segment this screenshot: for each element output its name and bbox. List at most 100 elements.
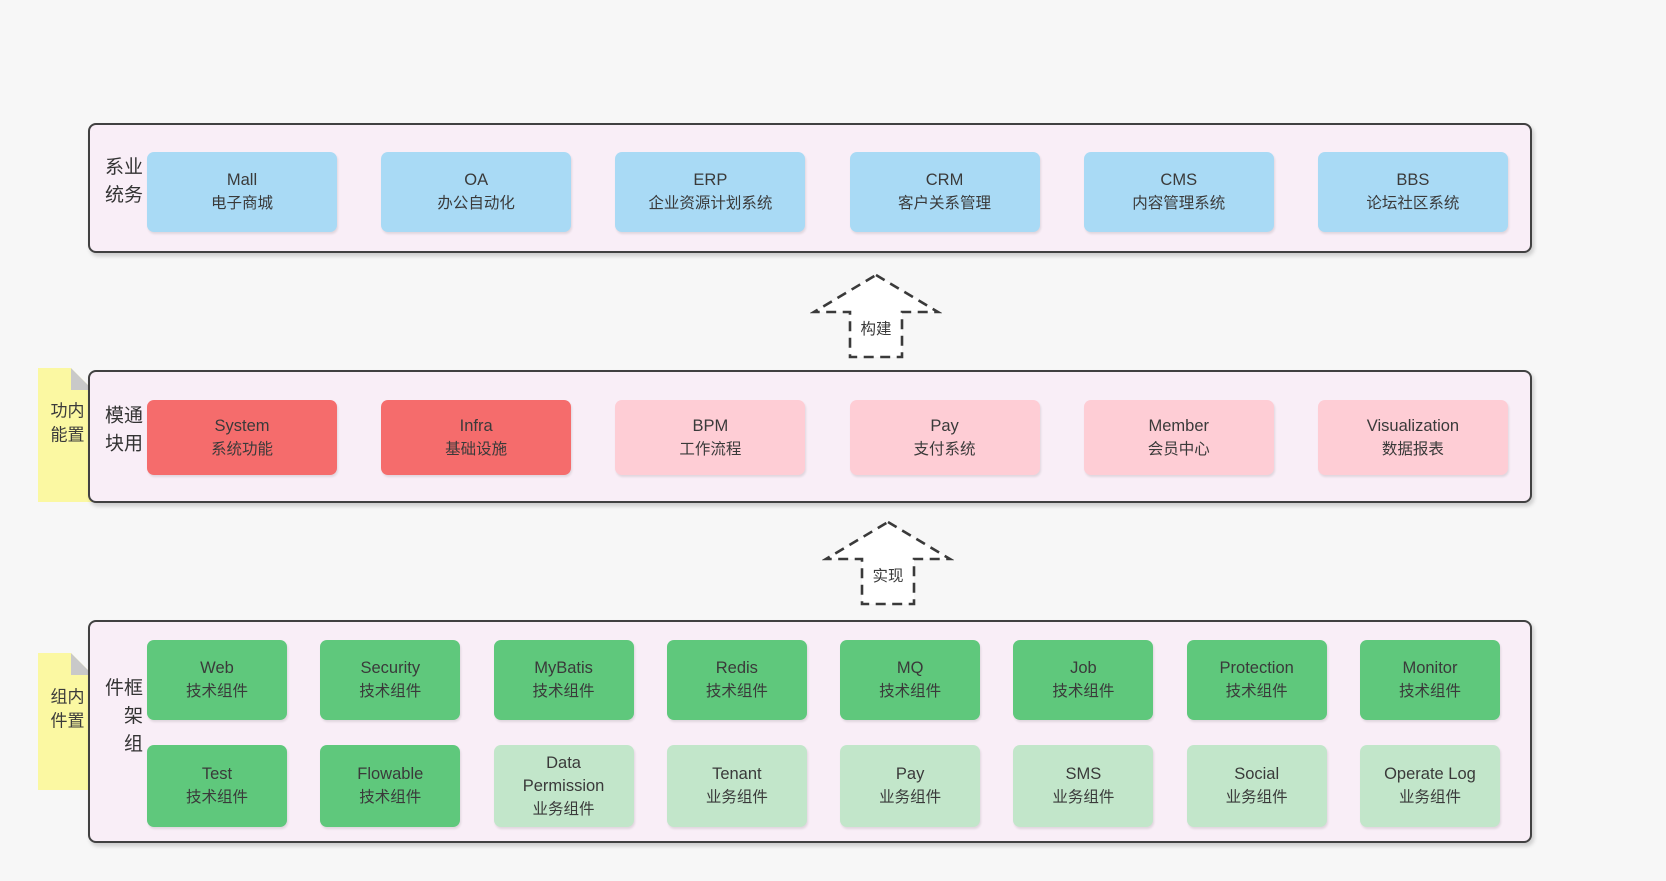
layer-framework-components: 框架组件 Web 技术组件 Security 技术组件 MyBatis 技术组件… xyxy=(88,620,1532,843)
box-cms: CMS 内容管理系统 xyxy=(1083,152,1274,232)
box-subtitle: 企业资源计划系统 xyxy=(648,195,773,212)
modules-box-row: System 系统功能 Infra 基础设施 BPM 工作流程 Pay 支付系统… xyxy=(147,400,1508,475)
box-member: Member 会员中心 xyxy=(1083,400,1274,475)
box-subtitle: 业务组件 xyxy=(705,789,768,806)
box-title: CMS xyxy=(1160,171,1198,189)
note-built-in-functions: 内置功能 xyxy=(38,368,93,502)
box-bpm: BPM 工作流程 xyxy=(615,400,806,475)
box-title: Flowable xyxy=(357,765,424,783)
box-subtitle: 论坛社区系统 xyxy=(1366,195,1460,212)
up-arrow-implement-icon: 实现 xyxy=(822,519,954,607)
box-title: Pay xyxy=(930,416,959,435)
box-subtitle: 支付系统 xyxy=(913,440,976,458)
box-subtitle: 技术组件 xyxy=(879,683,942,700)
box-subtitle: 业务组件 xyxy=(879,789,942,806)
box-title: Data Permission xyxy=(522,753,605,795)
layer-common-modules: 通用模块 System 系统功能 Infra 基础设施 BPM 工作流程 Pay… xyxy=(88,370,1532,503)
box-subtitle: 业务组件 xyxy=(1398,789,1461,806)
box-subtitle: 技术组件 xyxy=(705,683,768,700)
box-subtitle: 基础设施 xyxy=(445,440,508,458)
box-title: Web xyxy=(200,659,234,677)
box-subtitle: 技术组件 xyxy=(1052,683,1115,700)
box-subtitle: 电子商城 xyxy=(210,195,273,212)
box-erp: ERP 企业资源计划系统 xyxy=(615,152,806,232)
box-title: Tenant xyxy=(712,765,762,783)
box-subtitle: 工作流程 xyxy=(679,440,742,458)
box-bbs: BBS 论坛社区系统 xyxy=(1317,152,1508,232)
box-subtitle: 业务组件 xyxy=(1052,789,1115,806)
box-subtitle: 数据报表 xyxy=(1381,440,1444,458)
note-text: 内置组件 xyxy=(47,687,84,736)
arrow-label: 构建 xyxy=(860,320,891,338)
box-title: Monitor xyxy=(1402,659,1458,677)
box-crm: CRM 客户关系管理 xyxy=(849,152,1040,232)
box-mq: MQ 技术组件 xyxy=(840,640,981,720)
box-subtitle: 办公自动化 xyxy=(437,195,515,212)
box-job: Job 技术组件 xyxy=(1013,640,1154,720)
box-subtitle: 技术组件 xyxy=(532,683,595,700)
components-box-row-1: Web 技术组件 Security 技术组件 MyBatis 技术组件 Redi… xyxy=(147,640,1500,720)
box-subtitle: 技术组件 xyxy=(359,683,422,700)
box-title: SMS xyxy=(1065,765,1102,783)
arrow-label: 实现 xyxy=(872,567,903,585)
box-mall: Mall 电子商城 xyxy=(147,152,337,232)
box-title: System xyxy=(214,416,270,435)
layer-label-business: 业务系统 xyxy=(102,156,142,213)
components-box-row-2: Test 技术组件 Flowable 技术组件 Data Permission … xyxy=(147,745,1500,827)
box-title: Social xyxy=(1234,765,1280,783)
box-data-permission: Data Permission 业务组件 xyxy=(493,745,634,827)
note-built-in-components: 内置组件 xyxy=(38,653,93,790)
box-subtitle: 系统功能 xyxy=(210,440,273,458)
box-infra: Infra 基础设施 xyxy=(381,400,572,475)
box-social: Social 业务组件 xyxy=(1186,745,1327,827)
box-title: Job xyxy=(1070,659,1097,677)
box-title: BBS xyxy=(1396,171,1430,189)
box-title: MyBatis xyxy=(534,659,593,677)
box-subtitle: 内容管理系统 xyxy=(1132,195,1226,212)
box-title: BPM xyxy=(692,416,729,435)
box-protection: Protection 技术组件 xyxy=(1186,640,1327,720)
box-subtitle: 技术组件 xyxy=(359,789,422,806)
box-title: Operate Log xyxy=(1384,765,1476,783)
box-operate-log: Operate Log 业务组件 xyxy=(1359,745,1500,827)
box-title: Test xyxy=(201,765,233,783)
business-box-row: Mall 电子商城 OA 办公自动化 ERP 企业资源计划系统 CRM 客户关系… xyxy=(147,152,1508,232)
box-pay-component: Pay 业务组件 xyxy=(840,745,981,827)
box-subtitle: 业务组件 xyxy=(532,800,595,818)
box-title: OA xyxy=(464,171,489,189)
box-monitor: Monitor 技术组件 xyxy=(1359,640,1500,720)
box-sms: SMS 业务组件 xyxy=(1013,745,1154,827)
box-title: Security xyxy=(360,659,421,677)
box-title: MQ xyxy=(896,659,924,677)
box-title: CRM xyxy=(925,171,964,189)
box-redis: Redis 技术组件 xyxy=(666,640,807,720)
box-flowable: Flowable 技术组件 xyxy=(320,745,461,827)
box-subtitle: 技术组件 xyxy=(185,683,248,700)
box-security: Security 技术组件 xyxy=(320,640,461,720)
box-title: ERP xyxy=(693,171,728,189)
box-title: Infra xyxy=(459,416,493,435)
layer-label-components: 框架组件 xyxy=(102,676,142,761)
box-pay-module: Pay 支付系统 xyxy=(849,400,1040,475)
box-subtitle: 技术组件 xyxy=(185,789,248,806)
box-visualization: Visualization 数据报表 xyxy=(1317,400,1508,475)
up-arrow-build-icon: 构建 xyxy=(810,272,942,360)
box-web: Web 技术组件 xyxy=(147,640,287,720)
box-mybatis: MyBatis 技术组件 xyxy=(493,640,634,720)
box-system: System 系统功能 xyxy=(147,400,337,475)
box-title: Member xyxy=(1148,416,1209,435)
layer-label-modules: 通用模块 xyxy=(102,404,142,461)
box-subtitle: 会员中心 xyxy=(1147,440,1210,458)
box-title: Redis xyxy=(715,659,758,677)
box-test: Test 技术组件 xyxy=(147,745,287,827)
box-tenant: Tenant 业务组件 xyxy=(666,745,807,827)
box-subtitle: 技术组件 xyxy=(1398,683,1461,700)
box-subtitle: 客户关系管理 xyxy=(898,195,992,212)
box-subtitle: 技术组件 xyxy=(1225,683,1288,700)
note-text: 内置功能 xyxy=(47,401,84,450)
layer-business-systems: 业务系统 Mall 电子商城 OA 办公自动化 ERP 企业资源计划系统 CRM… xyxy=(88,123,1532,253)
box-title: Protection xyxy=(1219,659,1294,677)
box-title: Visualization xyxy=(1366,416,1460,435)
box-subtitle: 业务组件 xyxy=(1225,789,1288,806)
